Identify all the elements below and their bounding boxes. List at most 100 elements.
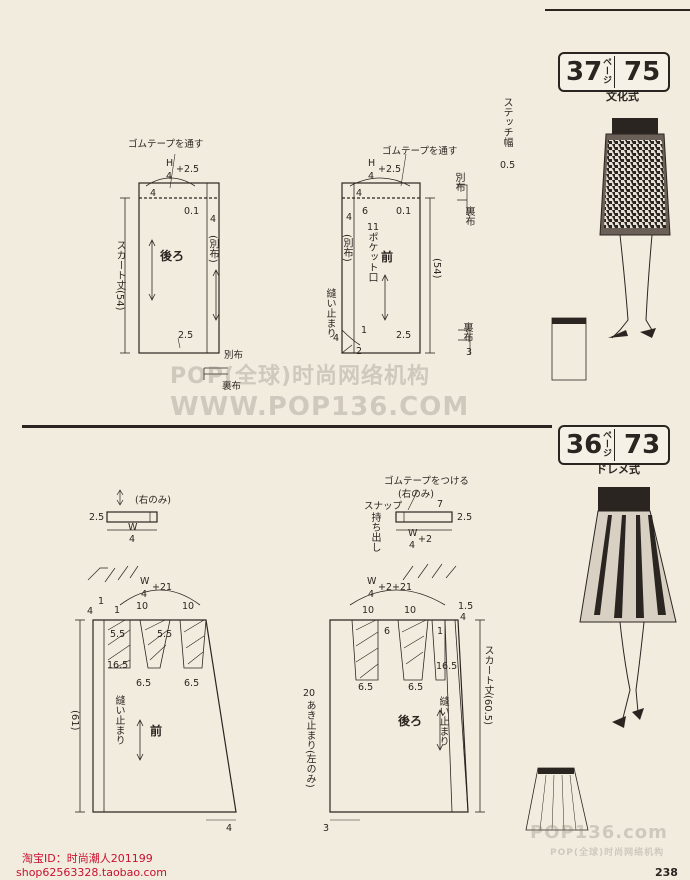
back-skirt-plus: +2+21 <box>378 582 413 593</box>
front-panel-outline <box>341 182 421 354</box>
back-skirt-hem: 3 <box>323 823 330 834</box>
back-v4b: 4 <box>210 214 217 225</box>
back-hem: 2.5 <box>178 330 194 341</box>
waistband-front <box>395 511 453 523</box>
front-lining-hem: 裏布 <box>461 322 472 342</box>
back-skirt-v20: 20 <box>303 688 316 699</box>
back-skirt-v4: 4 <box>460 612 467 623</box>
front-separate-fabric: (別布) <box>341 234 352 262</box>
front-skirt-v10b: 10 <box>182 601 195 612</box>
front-elastic-note: ゴムテープを通す <box>382 146 458 157</box>
back-waistband-h: 2.5 <box>89 512 105 523</box>
front-waistband-den: 4 <box>409 540 416 551</box>
front-piece-label: 前 <box>381 250 394 264</box>
bottom-skirt-illustration <box>525 487 677 831</box>
back-skirt-stop: 縫い止まり <box>437 696 448 746</box>
back-skirt-v65b: 6.5 <box>408 682 424 693</box>
front-h-plus: +2.5 <box>378 164 402 175</box>
back-skirt-opening: あき止まり(左のみ) <box>304 700 315 788</box>
badge-right-number: 75 <box>624 57 661 87</box>
watermark-line1: POP(全球)时尚网络机构 <box>170 364 431 389</box>
front-skirt-v55b: 5.5 <box>157 629 173 640</box>
waistband-back <box>106 511 158 523</box>
front-skirt-length: (61) <box>69 710 80 731</box>
back-skirt-v65a: 6.5 <box>358 682 374 693</box>
badge-right-number: 73 <box>624 430 661 460</box>
back-v01: 0.1 <box>184 206 200 217</box>
back-waistband-note: (右のみ) <box>135 495 171 506</box>
front-waistband-h: 2.5 <box>457 512 473 523</box>
back-h-den: 4 <box>166 171 173 182</box>
watermark-line2: WWW.POP136.COM <box>170 392 470 422</box>
front-v11: 11 <box>367 222 380 233</box>
back-panel-outline <box>138 182 220 354</box>
back-elastic-leader <box>169 153 176 189</box>
back-skirt-v10b: 10 <box>404 605 417 616</box>
front-v2: 2 <box>356 346 363 357</box>
front-lining: 裏布 <box>463 206 474 226</box>
front-v6: 6 <box>362 206 369 217</box>
badge-divider <box>614 56 615 88</box>
badge-left-number: 36 <box>566 430 603 460</box>
footer-shop-id: 淘宝ID：时尚潮人201199 <box>22 852 153 865</box>
front-skirt-plus: +21 <box>152 582 173 593</box>
front-skirt-v65a: 6.5 <box>136 678 152 689</box>
back-skirt-v6: 6 <box>384 626 391 637</box>
back-skirt-label: 後ろ <box>398 714 423 728</box>
front-skirt-v1b: 1 <box>114 605 121 616</box>
back-separate-fabric: (別布) <box>207 235 218 263</box>
front-v1: 1 <box>361 325 368 336</box>
front-skirt-stop: 縫い止まり <box>113 695 124 745</box>
section-divider <box>22 425 552 428</box>
watermark-corner: POP136.com <box>530 822 668 843</box>
front-skirt-v65b: 6.5 <box>184 678 200 689</box>
front-skirt-v4: 4 <box>87 606 94 617</box>
style-label-top: 文化式 <box>606 90 639 103</box>
top-rule <box>545 9 690 11</box>
back-lining: 裏布 <box>222 381 242 392</box>
front-v4: 4 <box>356 188 363 199</box>
front-skirt-hem: 4 <box>226 823 233 834</box>
front-skirt-w: W <box>140 576 150 587</box>
back-skirt-length: スカート丈(54) <box>114 240 125 311</box>
watermark-corner-sub: POP(全球)时尚网络机构 <box>550 848 665 858</box>
front-v3: 3 <box>466 347 473 358</box>
front-v01: 0.1 <box>396 206 412 217</box>
front-waistband-note: (右のみ) <box>398 489 434 500</box>
badge-left-number: 37 <box>566 57 603 87</box>
back-skirt-v165: 16.5 <box>436 661 458 672</box>
front-stop-point: 縫い止まり <box>324 288 335 338</box>
back-skirt-v10a: 10 <box>362 605 375 616</box>
back-v4: 4 <box>150 188 157 199</box>
top-skirt-illustration <box>551 118 671 381</box>
back-h-plus: +2.5 <box>176 164 200 175</box>
front-v4c: 4 <box>333 333 340 344</box>
stitch-label: ステッチ幅 <box>501 97 512 147</box>
back-elastic-note: ゴムテープを通す <box>128 139 204 150</box>
back-waistband-w: W <box>128 522 138 533</box>
back-skirt-w: W <box>367 576 377 587</box>
front-waistband-extension: 持ち出し <box>369 512 380 552</box>
front-skirt-den: 4 <box>141 589 148 600</box>
back-skirt-length: スカート丈(60.5) <box>482 645 493 726</box>
back-skirt-v1: 1 <box>437 626 444 637</box>
front-waistband-w: W <box>408 528 418 539</box>
style-label-bottom: ドレメ式 <box>596 463 640 476</box>
front-v4b: 4 <box>346 212 353 223</box>
back-skirt-den: 4 <box>368 589 375 600</box>
front-pocket-opening: ポケット口 <box>366 232 377 282</box>
front-skirt-v1: 1 <box>98 596 105 607</box>
back-skirt-v15: 1.5 <box>458 601 474 612</box>
front-waistband-v7: 7 <box>437 499 444 510</box>
front-length: (54) <box>431 258 442 279</box>
back-binding: 別布 <box>224 350 244 361</box>
badge-page-label: ページ <box>601 430 611 457</box>
page-ref-badge-top: 37 ページ 75 <box>558 52 670 92</box>
page-ref-badge-bottom: 36 ページ 73 <box>558 425 670 465</box>
front-h-num: H <box>368 158 376 169</box>
front-ease-arc <box>349 177 411 187</box>
front-skirt-label: 前 <box>150 724 163 738</box>
front-skirt-v10a: 10 <box>136 601 149 612</box>
front-binding: 別布 <box>453 172 464 192</box>
